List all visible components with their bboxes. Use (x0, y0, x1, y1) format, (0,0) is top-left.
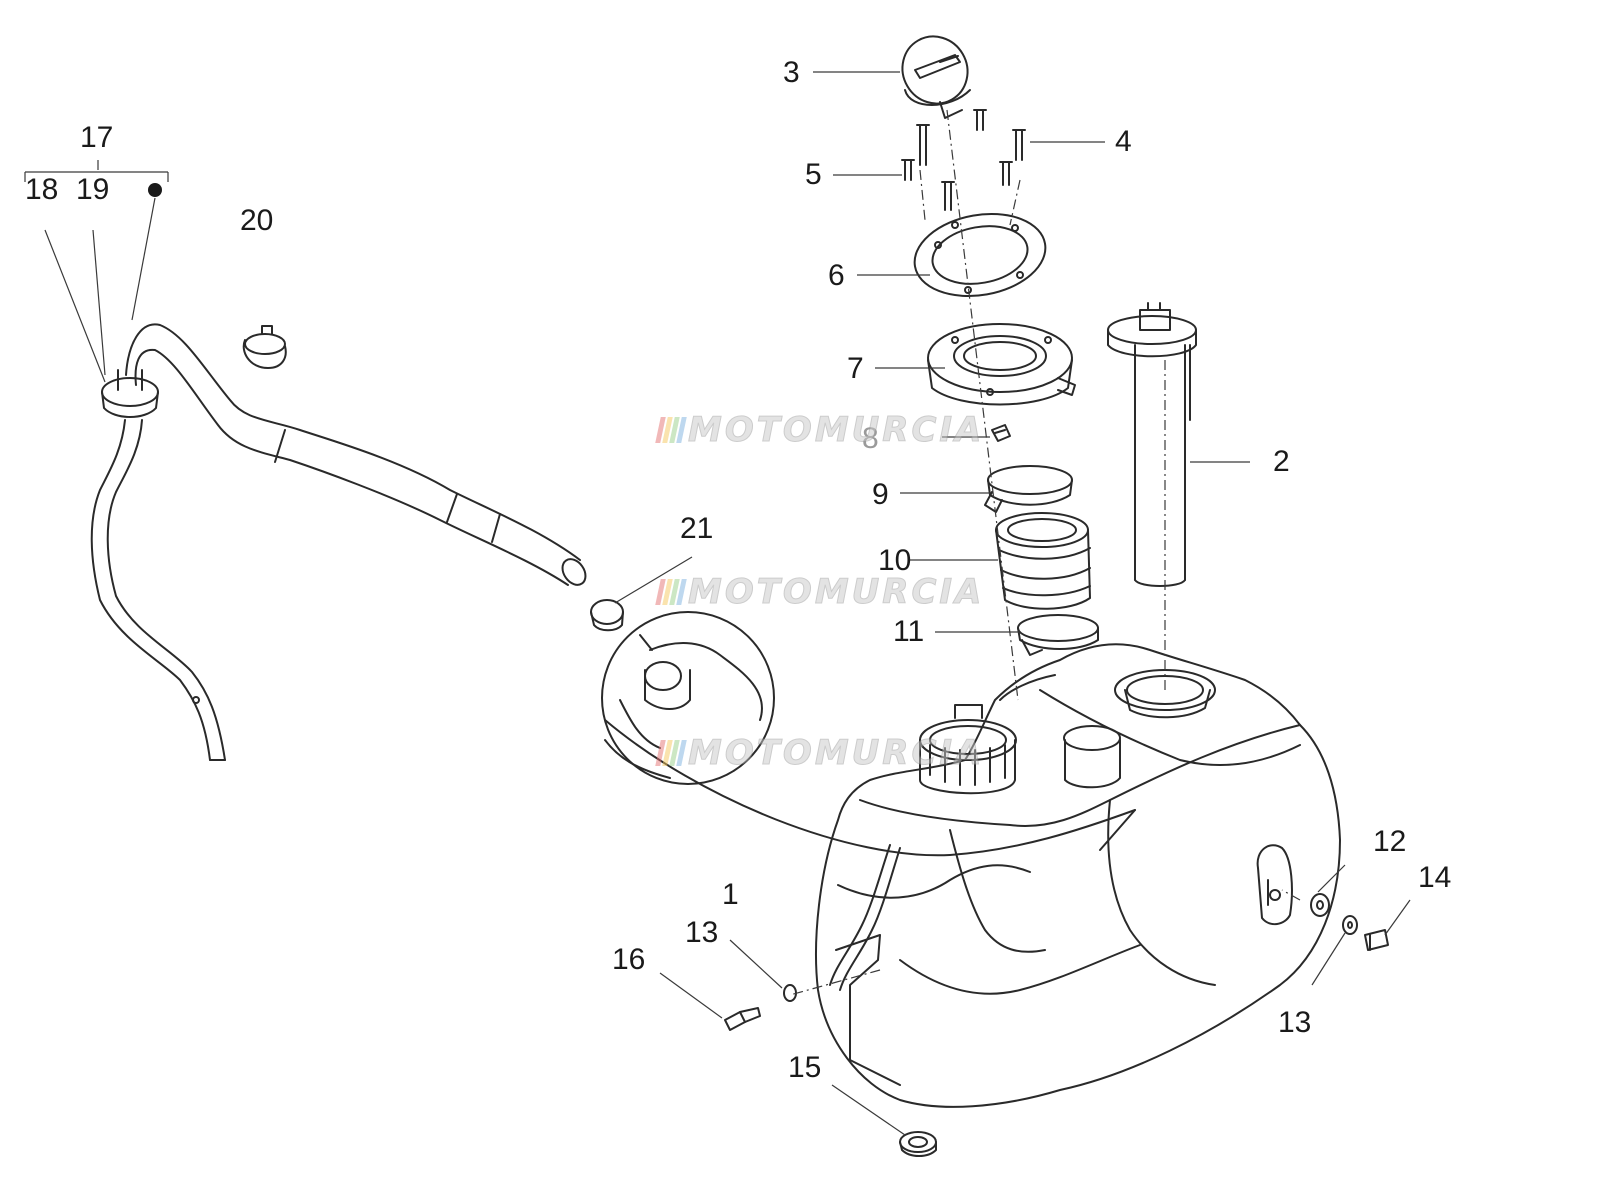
part-label-21: 21 (680, 512, 714, 545)
part-label-16: 16 (612, 943, 646, 976)
part-label-11: 11 (893, 615, 925, 648)
part-label-1: 1 (722, 878, 739, 911)
watermark-logo-stripes (655, 579, 687, 605)
watermark-logo-stripes (655, 417, 687, 443)
bolts (901, 109, 1026, 211)
hose-clamp-upper (984, 465, 1073, 513)
watermark: MOTOMURCIA (655, 410, 985, 451)
detail-zoom-callout (601, 611, 1136, 857)
hose-clamp-lower (1017, 614, 1099, 656)
part-label-13b: 13 (1278, 1006, 1312, 1039)
watermark-text: MOTOMURCIA (687, 572, 985, 613)
filler-hose (995, 512, 1091, 610)
filler-neck-housing (927, 323, 1076, 406)
watermark-text: MOTOMURCIA (687, 733, 985, 774)
watermark-text: MOTOMURCIA (687, 410, 985, 451)
part-label-8: 8 (862, 422, 879, 455)
leader-lines (24, 71, 1411, 1136)
watermark-logo-stripes (655, 740, 687, 766)
part-label-14: 14 (1418, 861, 1452, 894)
watermark: MOTOMURCIA (655, 733, 985, 774)
part-label-17: 17 (80, 121, 114, 154)
part-label-19: 19 (76, 173, 110, 206)
bullet-marker (148, 183, 162, 197)
breather-hose (90, 323, 587, 761)
part-label-9: 9 (872, 478, 889, 511)
fuel-level-sender (1107, 302, 1197, 587)
part-label-12: 12 (1373, 825, 1407, 858)
part-label-6: 6 (828, 259, 845, 292)
part-label-20: 20 (240, 204, 274, 237)
hose-clip (242, 325, 287, 369)
part-label-3: 3 (783, 56, 800, 89)
part-label-2: 2 (1273, 445, 1290, 478)
watermark: MOTOMURCIA (655, 572, 985, 613)
filler-cap (901, 35, 971, 119)
flange-ring (913, 212, 1047, 298)
part-label-7: 7 (847, 352, 864, 385)
part-label-15: 15 (788, 1051, 822, 1084)
part-label-18: 18 (25, 173, 59, 206)
part-label-4: 4 (1115, 125, 1132, 158)
clip (991, 424, 1011, 442)
part-label-13a: 13 (685, 916, 719, 949)
fuel-tank (815, 643, 1341, 1108)
clamp-21 (590, 599, 624, 632)
part-label-10: 10 (878, 544, 912, 577)
part-label-5: 5 (805, 158, 822, 191)
